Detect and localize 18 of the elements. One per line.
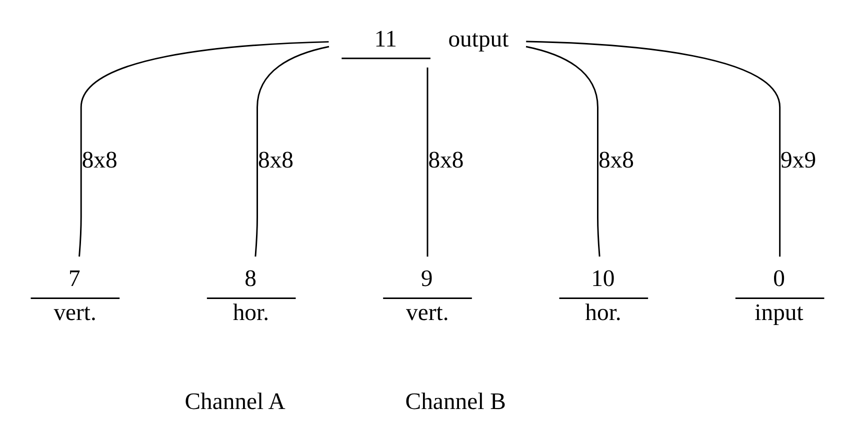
edge-label: 9x9 [780,148,816,174]
connector [78,41,329,257]
label: Channel B [405,388,506,415]
connector [426,68,428,257]
label: Channel A [184,388,286,415]
connector [254,46,330,257]
node-text: 0 input [754,266,804,326]
edge-label: 8x8 [82,148,118,174]
connector [526,40,781,257]
node-text: 7 vert. [54,266,96,326]
connector [526,46,600,257]
edge-label: 8x8 [598,148,634,174]
edge-label: 8x8 [428,148,464,174]
node-text: 9 vert. [406,266,449,326]
edge-label: 8x8 [258,148,294,174]
node-text: 8 hor. [232,266,270,326]
node-text: 11 output [374,26,509,52]
node-text: 10 hor. [585,266,622,326]
